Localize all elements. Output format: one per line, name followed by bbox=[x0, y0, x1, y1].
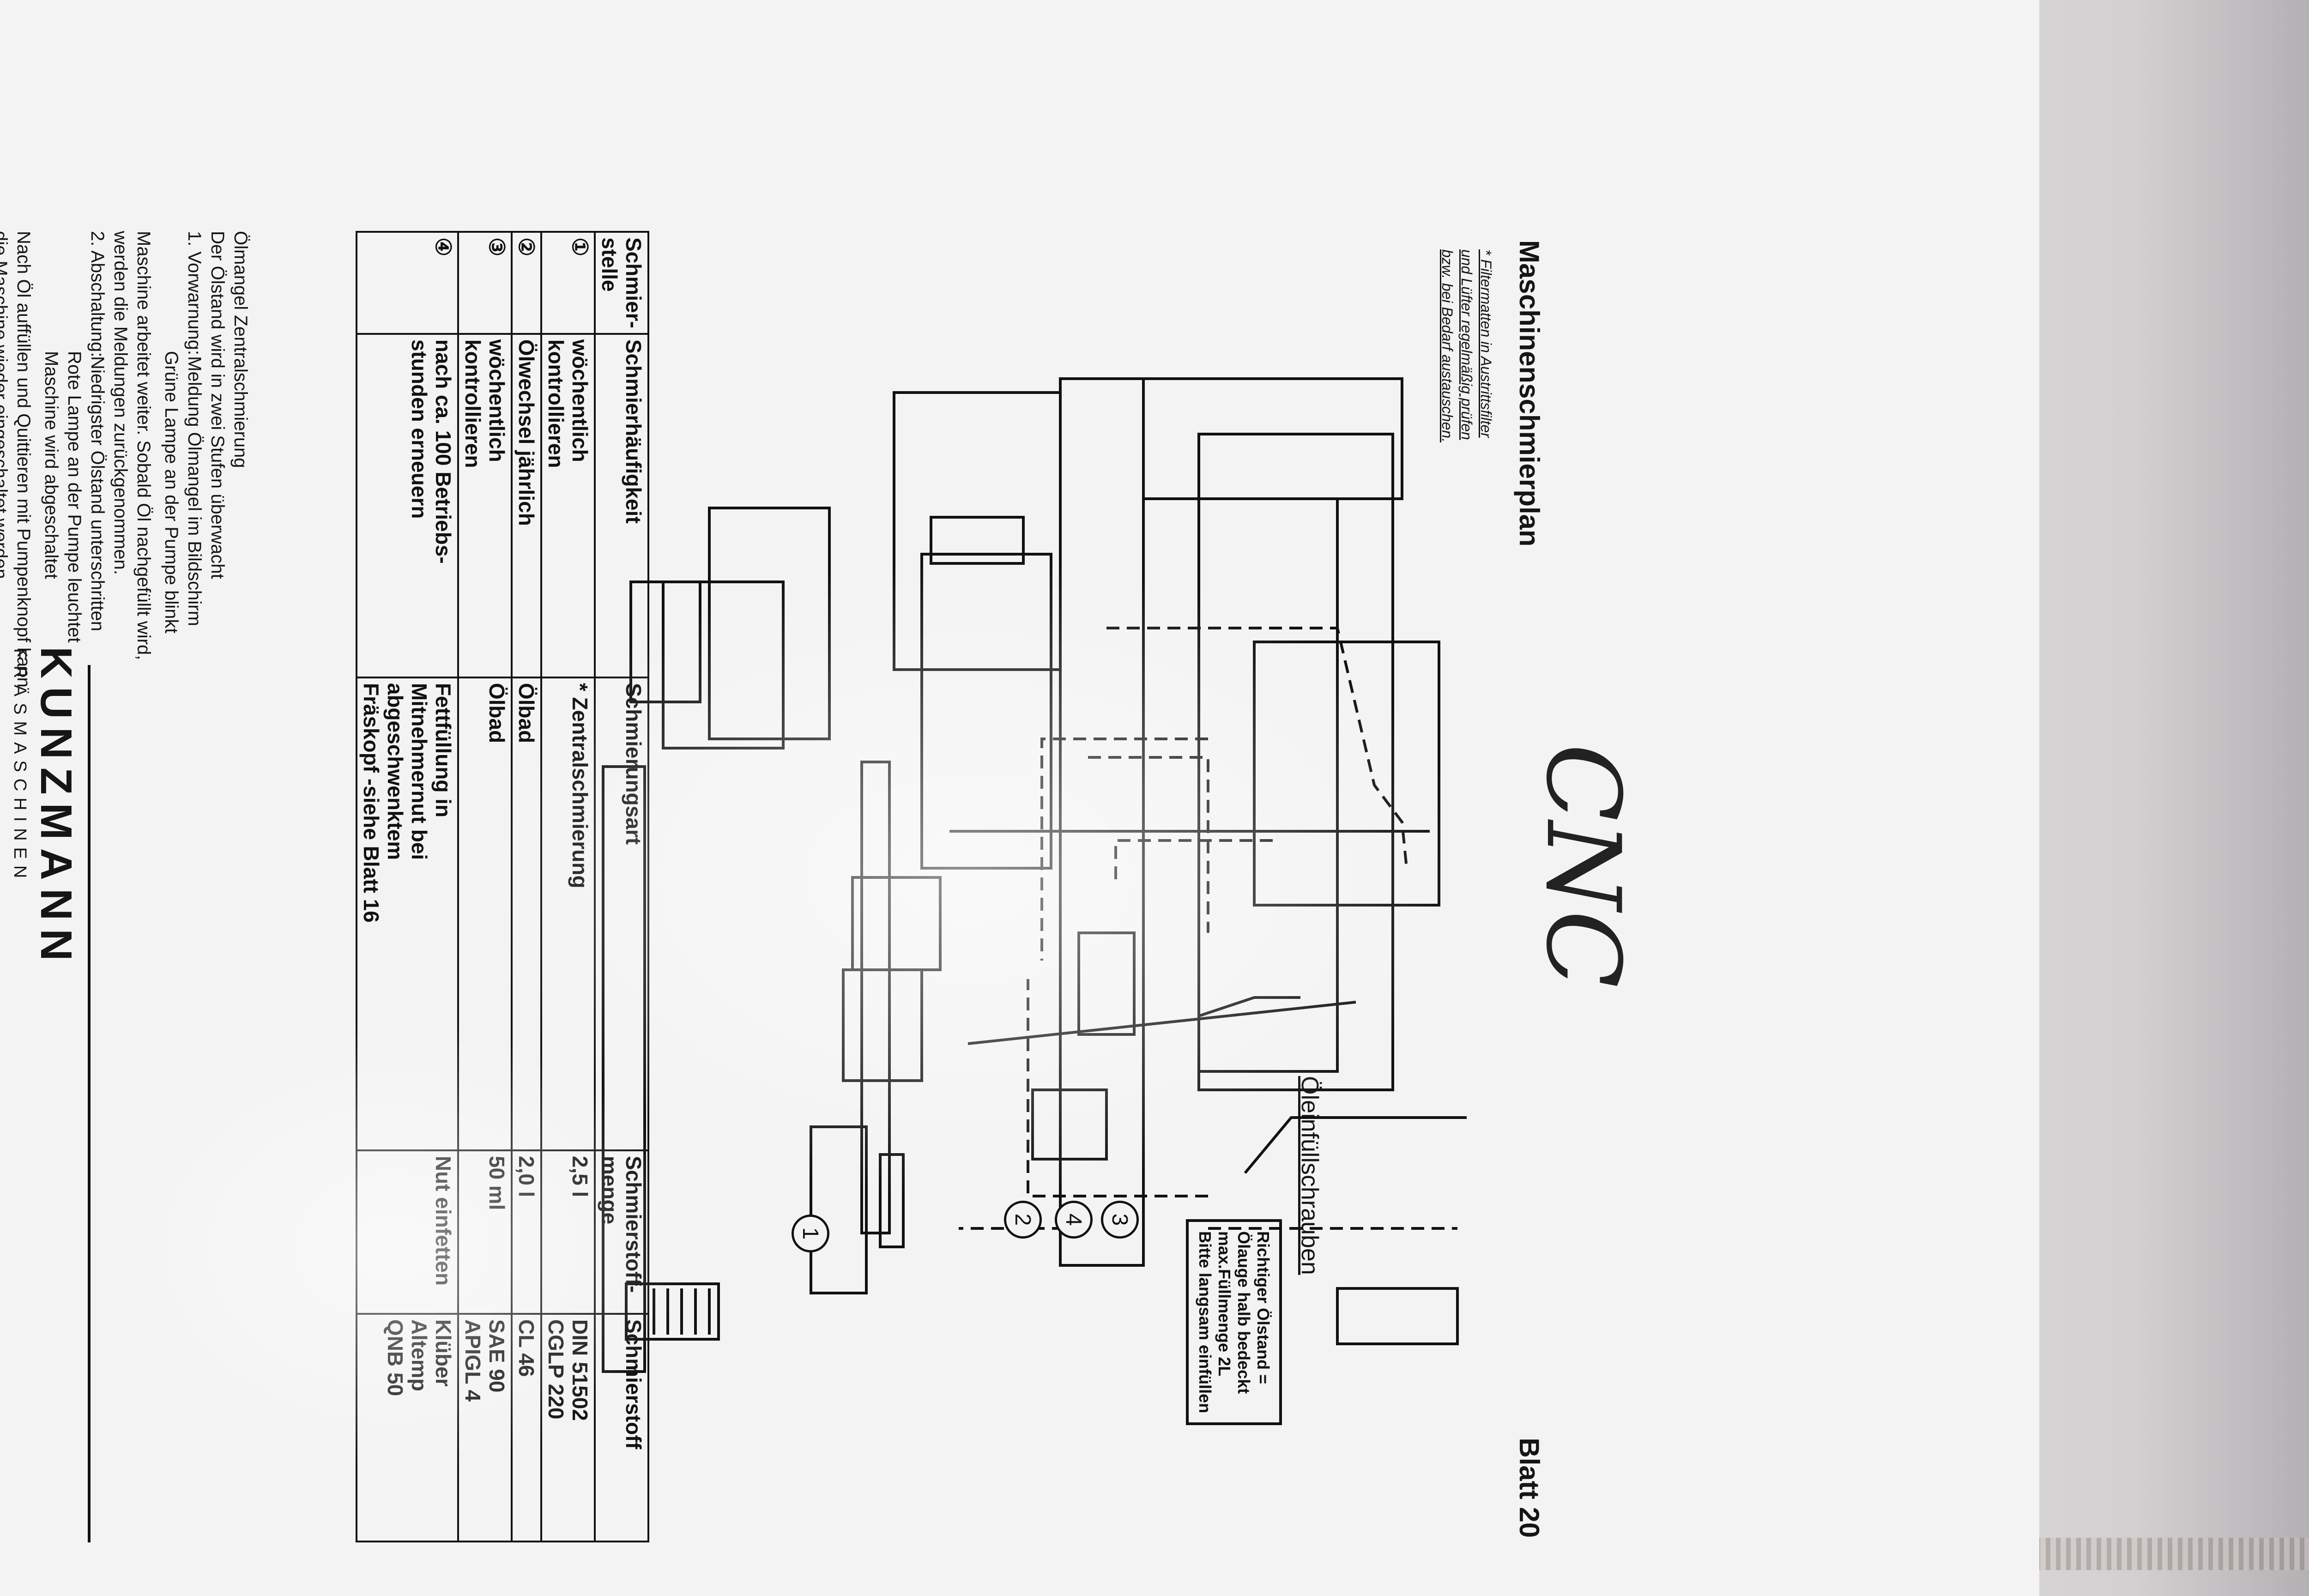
cell-amount: 50 ml bbox=[458, 1150, 512, 1314]
notes-stage1: 1. Vorwarnung: Meldung Ölmangel im Bilds… bbox=[183, 231, 206, 688]
callout-3: 3 bbox=[1101, 1201, 1139, 1239]
notes-stage1-cont-2: werden die Meldungen zurückgenommen. bbox=[110, 231, 131, 575]
table-slide bbox=[708, 507, 831, 740]
rotated-document: Maschinenschmierplan Blatt 20 CNC * Filt… bbox=[0, 0, 2039, 1596]
notes-stage2: 2. Abschaltung: Niedrigster Ölstand unte… bbox=[86, 231, 109, 688]
spindle-box bbox=[1077, 931, 1136, 1036]
brand-subtitle: FRÄSMASCHINEN bbox=[10, 648, 30, 885]
col-header-lubricant: Schmierstoff bbox=[595, 1313, 648, 1542]
notes-stage2-label: 2. Abschaltung: bbox=[87, 231, 108, 357]
machine-headstock bbox=[920, 553, 1052, 870]
machine-table-rail bbox=[1059, 377, 1145, 1267]
top-cap bbox=[1336, 1287, 1459, 1345]
col-header-type: Schmierungsart bbox=[595, 677, 648, 1150]
table-row: ③ wöchentlich kontrollieren Ölbad 50 ml … bbox=[458, 232, 512, 1542]
cell-amount: 2,5 l bbox=[541, 1150, 595, 1314]
cell-type: Ölbad bbox=[458, 677, 512, 1150]
notes-stage2-line-3: Maschine wird abgeschaltet bbox=[41, 351, 61, 579]
lube-line-2b bbox=[1027, 979, 1208, 1197]
cell-frequency: Ölwechsel jährlich bbox=[512, 333, 541, 677]
spindle-housing bbox=[810, 1125, 868, 1294]
milling-head bbox=[1031, 1088, 1108, 1161]
head-link bbox=[967, 1001, 1356, 1045]
cell-frequency: nach ca. 100 Betriebs- stunden erneuern bbox=[357, 333, 458, 677]
oil-reservoir bbox=[1253, 641, 1440, 907]
table-saddle bbox=[662, 580, 785, 750]
notes-final-2: die Maschine wieder eingeschaltet werden… bbox=[0, 231, 11, 584]
lubrication-plan-page: Maschinenschmierplan Blatt 20 CNC * Filt… bbox=[0, 0, 2039, 1596]
cell-lubricant: CL 46 bbox=[512, 1313, 541, 1542]
cell-frequency: wöchentlich kontrollieren bbox=[541, 333, 595, 677]
cell-lubricant: Klüber Altemp QNB 50 bbox=[357, 1313, 458, 1542]
notes-stage1-line-2: Grüne Lampe an der Pumpe blinkt bbox=[161, 351, 181, 634]
table-header-row: Schmier- stelle Schmierhäufigkeit Schmie… bbox=[595, 232, 648, 1542]
brand-logo: KUNZMANN bbox=[31, 647, 81, 969]
cell-point: ① bbox=[541, 232, 595, 334]
oil-shortage-notes: Ölmangel Zentralschmierung Der Ölstand w… bbox=[0, 231, 252, 688]
lube-line-2 bbox=[1040, 738, 1208, 961]
machine-column bbox=[1197, 433, 1394, 1091]
col-header-frequency: Schmierhäufigkeit bbox=[595, 333, 648, 677]
notes-heading: Ölmangel Zentralschmierung bbox=[230, 231, 251, 468]
col-header-point: Schmier- stelle bbox=[595, 232, 648, 334]
oil-pipe bbox=[1244, 1116, 1467, 1174]
lube-line-1 bbox=[1114, 839, 1273, 887]
notes-stage2-line-2: Rote Lampe an der Pumpe leuchtet bbox=[64, 351, 85, 643]
cell-point: ④ bbox=[357, 232, 458, 334]
handwheel bbox=[930, 516, 1025, 565]
lubrication-table: Schmier- stelle Schmierhäufigkeit Schmie… bbox=[356, 231, 649, 1542]
table-row: ④ nach ca. 100 Betriebs- stunden erneuer… bbox=[357, 232, 458, 1542]
cell-type: Fettfüllung in Mitnehmernut bei abgeschw… bbox=[357, 677, 458, 1150]
drive-block bbox=[842, 968, 923, 1082]
cell-point: ② bbox=[512, 232, 541, 334]
notes-final-1: Nach Öl auffüllen und Quittieren mit Pum… bbox=[13, 231, 34, 688]
lube-line-4 bbox=[1088, 756, 1209, 933]
callout-1: 1 bbox=[792, 1215, 829, 1252]
notes-stage1-label: 1. Vorwarnung: bbox=[184, 231, 205, 356]
motor-block bbox=[851, 876, 942, 971]
callout-2: 2 bbox=[1004, 1201, 1042, 1239]
table-row: ② Ölwechsel jährlich Ölbad 2,0 l CL 46 bbox=[512, 232, 541, 1542]
cell-amount: 2,0 l bbox=[512, 1150, 541, 1314]
cell-point: ③ bbox=[458, 232, 512, 334]
cell-type: Ölbad bbox=[512, 677, 541, 1150]
cell-amount: Nut einfetten bbox=[357, 1150, 458, 1314]
notes-stage2-line-1: Niedrigster Ölstand unterschritten bbox=[87, 356, 108, 631]
brand-rule bbox=[88, 665, 91, 1542]
machine-drawing bbox=[602, 377, 1467, 1373]
cell-type: * Zentralschmierung bbox=[541, 677, 595, 1150]
cell-lubricant: SAE 90 APIGL 4 bbox=[458, 1313, 512, 1542]
cell-frequency: wöchentlich kontrollieren bbox=[458, 333, 512, 677]
cell-lubricant: DIN 51502 CGLP 220 bbox=[541, 1313, 595, 1542]
machine-base-part bbox=[1142, 377, 1403, 500]
machine-inner-frame bbox=[1197, 497, 1339, 1073]
notes-line-1: Der Ölstand wird in zwei Stufen überwach… bbox=[207, 231, 228, 579]
notes-stage1-cont-1: Maschine arbeitet weiter. Sobald Öl nach… bbox=[133, 231, 154, 660]
callout-4: 4 bbox=[1055, 1201, 1093, 1239]
machine-console bbox=[893, 391, 1062, 671]
col-header-amount: Schmierstoff- menge bbox=[595, 1150, 648, 1314]
notes-stage1-line-1: Meldung Ölmangel im Bildschirm bbox=[184, 356, 205, 626]
table-row: ① wöchentlich kontrollieren * Zentralsch… bbox=[541, 232, 595, 1542]
